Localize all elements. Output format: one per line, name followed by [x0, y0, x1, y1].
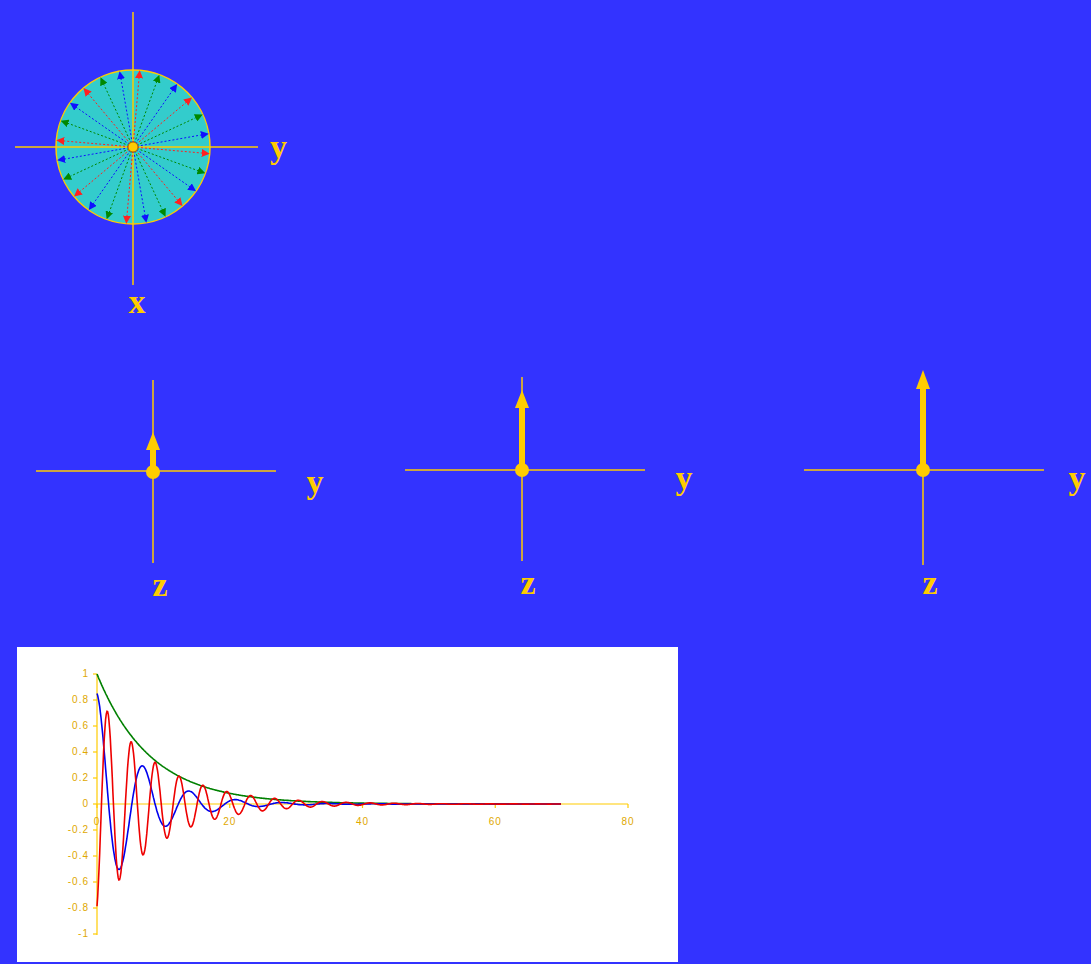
tick-mark [93, 699, 97, 700]
tick-mark [93, 725, 97, 726]
chart-axes [93, 674, 628, 935]
data-curve [97, 694, 561, 870]
tick-label: 80 [621, 817, 634, 827]
axis-label: y [270, 130, 287, 164]
data-curve [97, 674, 561, 804]
tick-label: -0.4 [68, 851, 89, 861]
tick-label: 1 [82, 669, 89, 679]
tick-mark [93, 777, 97, 778]
spin-arrow [133, 134, 208, 147]
spin-arrow [75, 147, 133, 196]
spin-arrow [133, 115, 202, 147]
tick-label: -0.2 [68, 825, 89, 835]
spin-arrow [133, 98, 191, 147]
tick-mark [229, 804, 230, 808]
tick-label: -0.8 [68, 903, 89, 913]
origin-dot [128, 142, 138, 152]
axis-label: y [1069, 461, 1086, 495]
tick-label: 20 [223, 817, 236, 827]
tick-label: -1 [78, 929, 89, 939]
tick-label: 40 [356, 817, 369, 827]
signal-curves [97, 674, 561, 906]
spin-arrow [57, 140, 133, 147]
tick-label: 0.4 [72, 747, 89, 757]
tick-mark [93, 907, 97, 908]
spin-arrow [133, 71, 140, 147]
spin-arrow [133, 147, 209, 154]
spin-arrow [120, 72, 133, 147]
data-curve [97, 711, 561, 906]
chart-panel [17, 647, 678, 962]
spin-arrow [133, 147, 165, 216]
tick-mark [93, 933, 97, 934]
spin-vectors [57, 71, 208, 222]
magnetization-axes [36, 370, 1044, 565]
tick-label: 0.6 [72, 721, 89, 731]
spin-arrow [126, 147, 133, 223]
axis-label: y [676, 461, 693, 495]
axis-label: x [129, 285, 146, 319]
tick-label: 0 [94, 817, 101, 827]
axis-label: z [152, 568, 167, 602]
spin-arrow [58, 147, 133, 160]
tick-mark [627, 804, 628, 808]
spin-arrow [101, 78, 133, 147]
tick-label: -0.6 [68, 877, 89, 887]
spin-arrow [133, 147, 146, 222]
tick-label: 0.2 [72, 773, 89, 783]
spin-arrow [133, 147, 182, 205]
tick-label: 0.8 [72, 695, 89, 705]
tick-mark [93, 855, 97, 856]
tick-mark [93, 881, 97, 882]
axis-label: z [520, 566, 535, 600]
spin-arrow [84, 89, 133, 147]
spin-arrow [64, 147, 133, 179]
tick-label: 60 [489, 817, 502, 827]
axis-label: y [307, 465, 324, 499]
tick-mark [96, 804, 97, 808]
tick-mark [93, 751, 97, 752]
tick-mark [93, 829, 97, 830]
tick-label: 0 [82, 799, 89, 809]
axis-label: z [922, 566, 937, 600]
